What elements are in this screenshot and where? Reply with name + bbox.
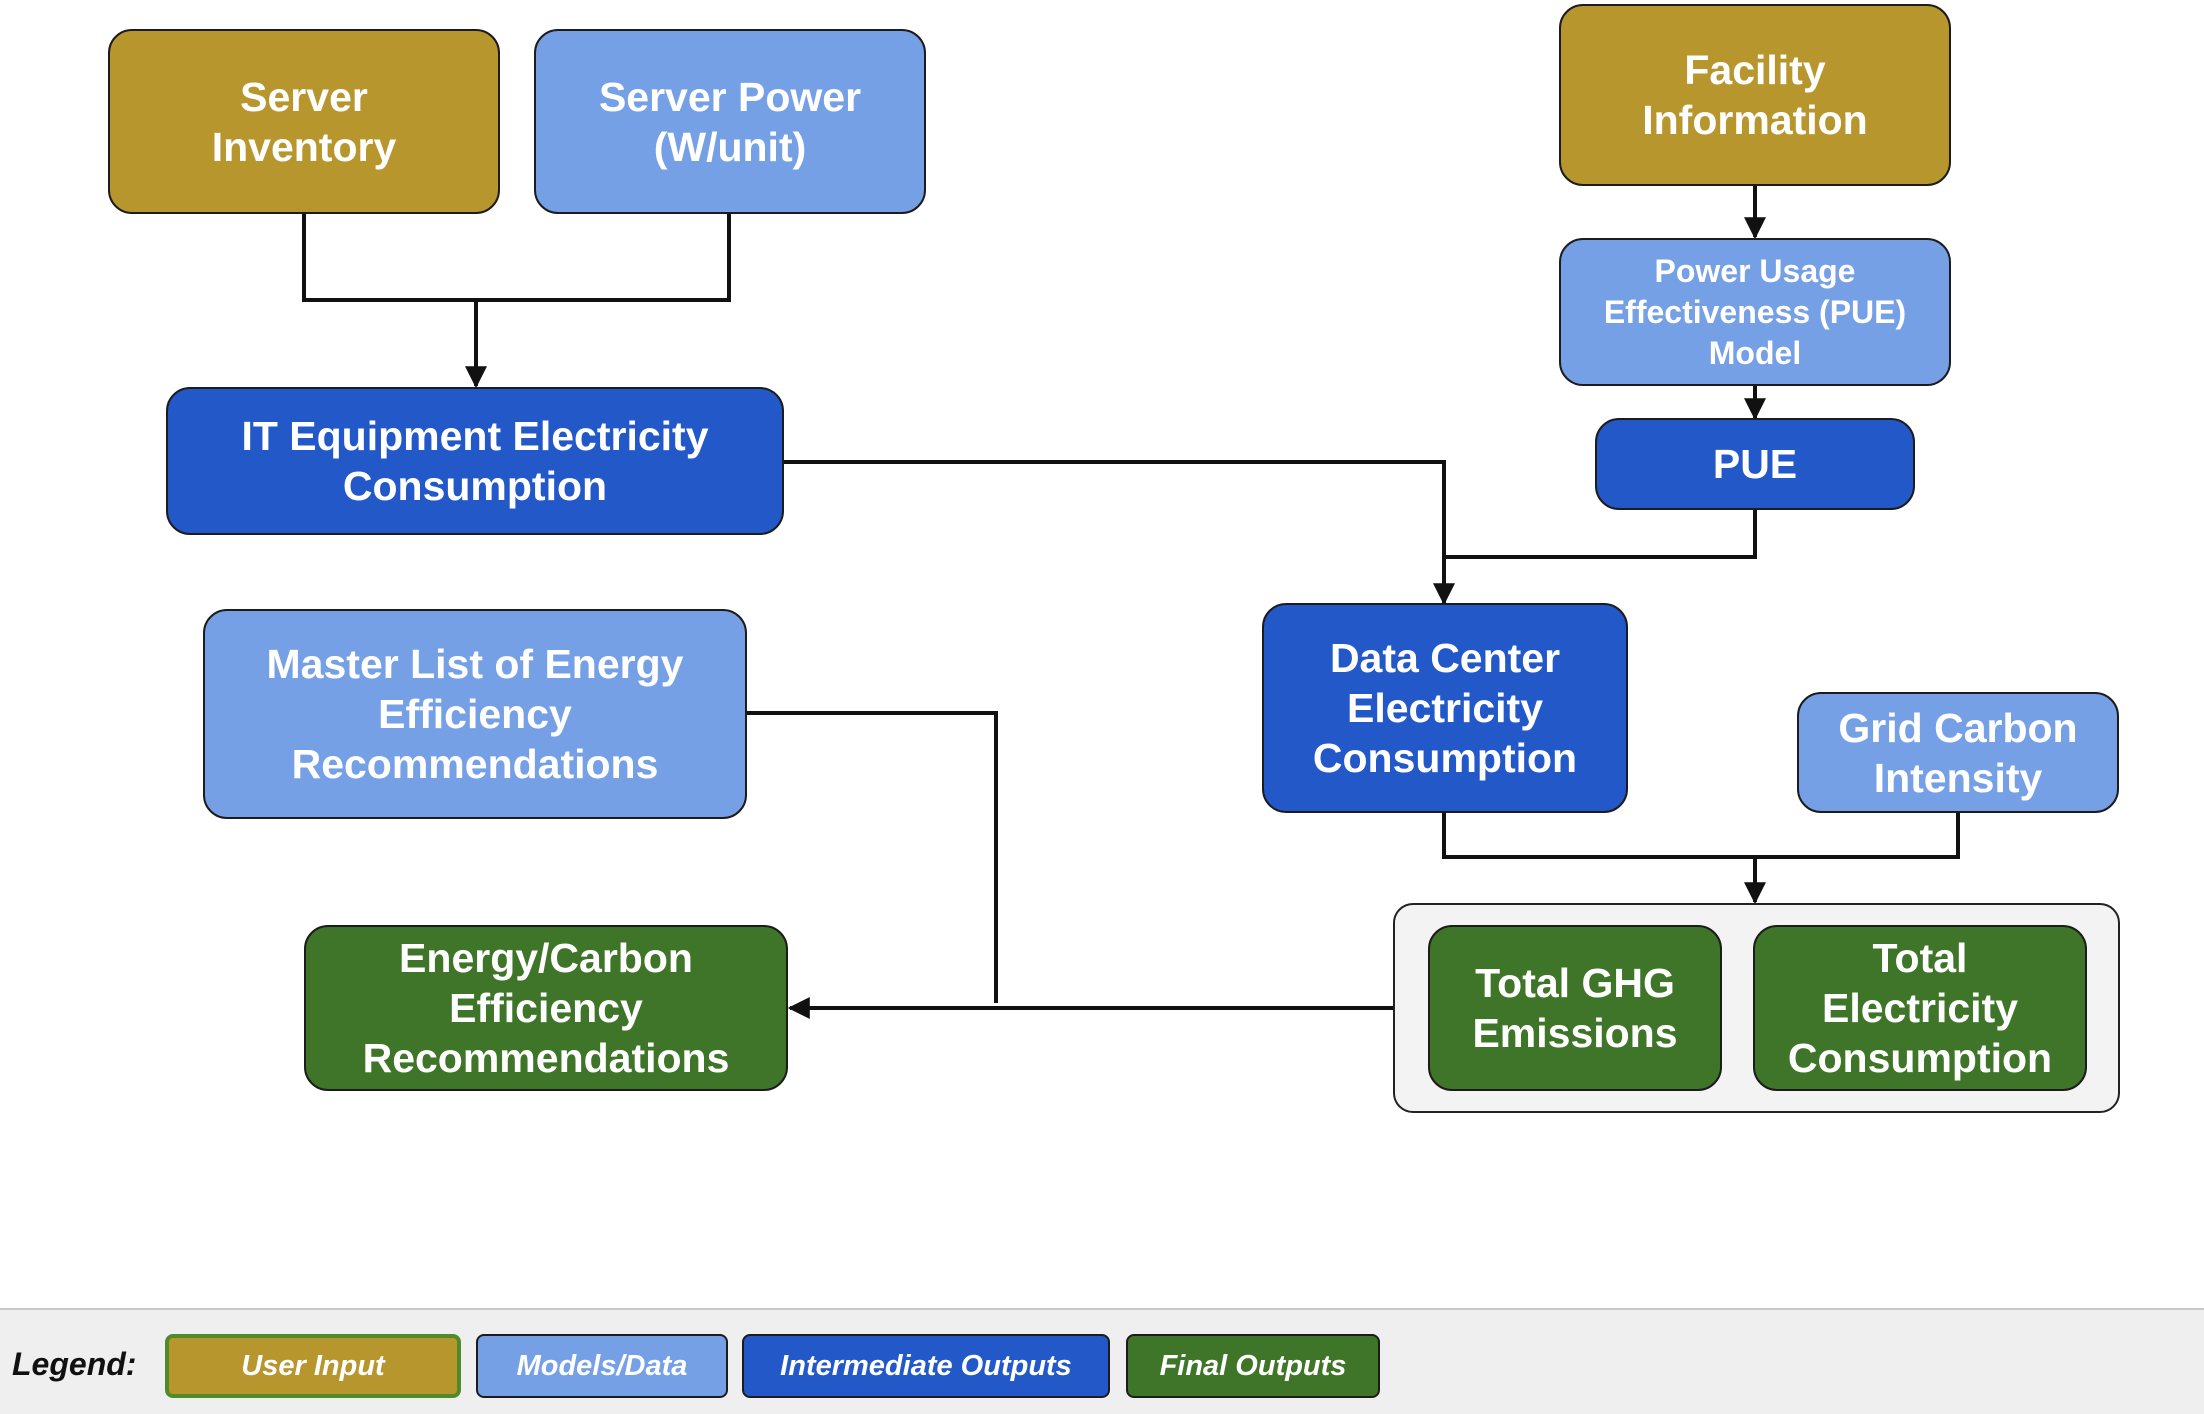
grid-carbon-node: Grid Carbon Intensity [1797, 692, 2119, 813]
pue-node: PUE [1595, 418, 1915, 510]
connector-data-center [1442, 813, 1960, 859]
connector-layer [302, 186, 1960, 1019]
legend-intermediate-outputs: Intermediate Outputs [742, 1334, 1110, 1398]
server-power-node: Server Power (W/unit) [534, 29, 926, 214]
server-inventory-node: Server Inventory [108, 29, 500, 214]
connector-server-inventory [302, 214, 731, 302]
connector-pue-to-data-center [1444, 510, 1757, 559]
connector-master-list [747, 711, 998, 1003]
data-center-node: Data Center Electricity Consumption [1262, 603, 1628, 813]
total-electricity-node: Total Electricity Consumption [1753, 925, 2087, 1091]
recommendations-node: Energy/Carbon Efficiency Recommendations [304, 925, 788, 1091]
facility-information-node: Facility Information [1559, 4, 1951, 186]
it-equipment-node: IT Equipment Electricity Consumption [166, 387, 784, 535]
pue-model-node: Power Usage Effectiveness (PUE) Model [1559, 238, 1951, 386]
total-ghg-node: Total GHG Emissions [1428, 925, 1722, 1091]
legend-title: Legend: [12, 1346, 137, 1382]
legend-models-data: Models/Data [476, 1334, 728, 1398]
legend-user-input: User Input [165, 1334, 461, 1398]
legend-final-outputs: Final Outputs [1126, 1334, 1380, 1398]
connector-it-to-data-center [784, 460, 1455, 606]
master-list-node: Master List of Energy Efficiency Recomme… [203, 609, 747, 819]
legend-bar: Legend: User Input Models/Data Intermedi… [0, 1308, 2204, 1414]
